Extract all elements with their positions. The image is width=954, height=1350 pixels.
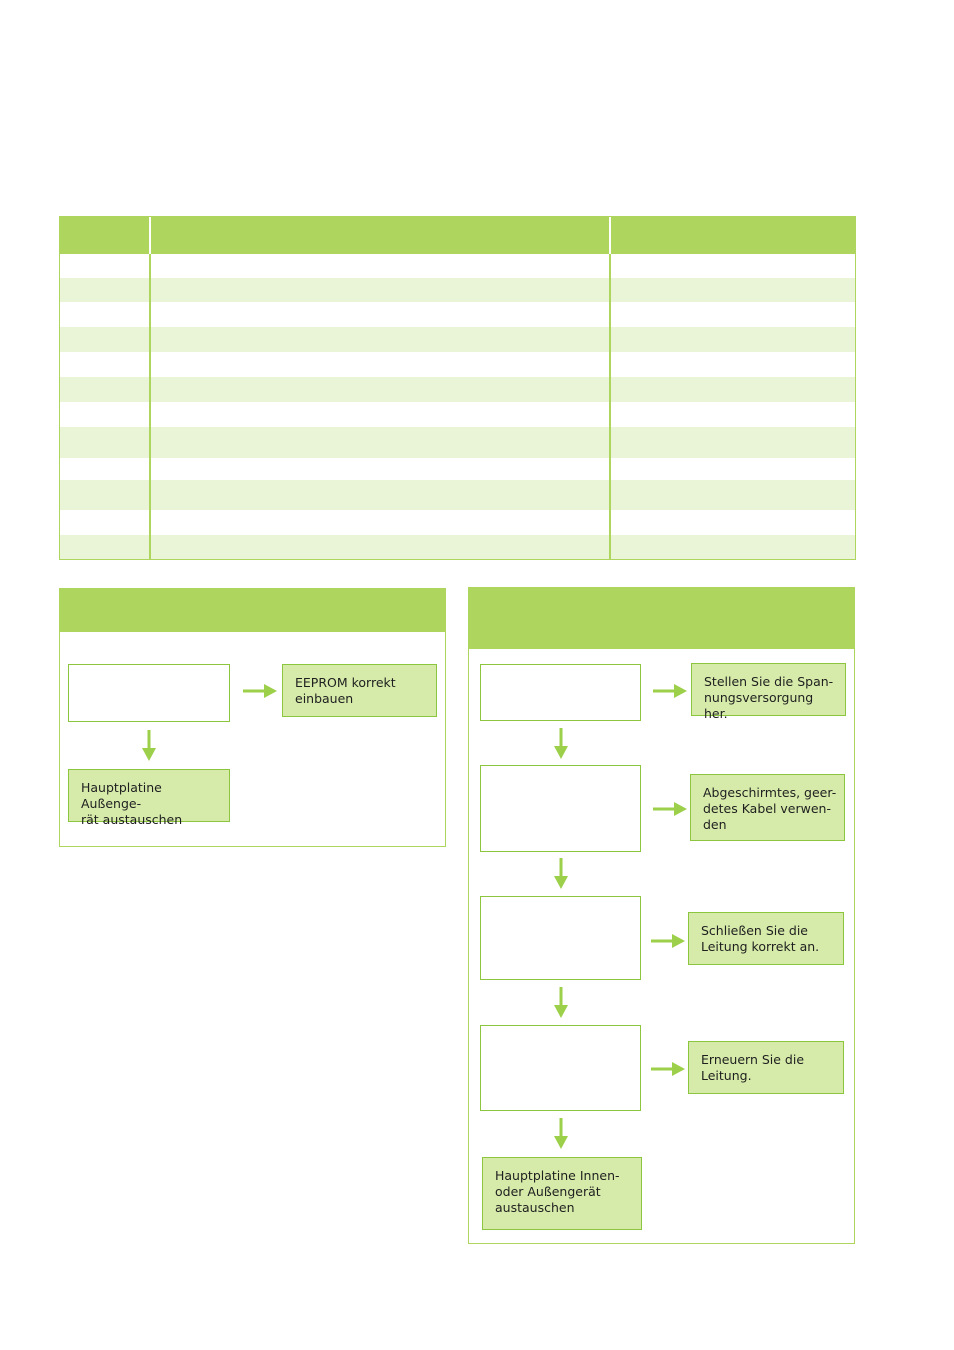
action-node-replace-board: Hauptplatine Innen- oder Außengerät aust… bbox=[482, 1157, 642, 1230]
action-label: Abgeschirmtes, geer- detes Kabel verwen-… bbox=[703, 785, 837, 832]
header-divider bbox=[609, 217, 611, 254]
arrow-right-icon bbox=[653, 684, 687, 698]
table-row bbox=[60, 377, 855, 402]
arrow-down-icon bbox=[554, 728, 568, 759]
check-node bbox=[480, 664, 641, 721]
flowchart-panel-right: Stellen Sie die Span- nungsversorgung he… bbox=[468, 587, 855, 1244]
table-row bbox=[60, 480, 855, 510]
table-row bbox=[60, 458, 855, 480]
check-node bbox=[480, 896, 641, 980]
table-row bbox=[60, 427, 855, 458]
column-divider bbox=[609, 254, 611, 559]
check-node bbox=[480, 765, 641, 852]
table-row bbox=[60, 535, 855, 559]
header-divider bbox=[149, 217, 151, 254]
action-node-power: Stellen Sie die Span- nungsversorgung he… bbox=[691, 663, 846, 721]
check-node bbox=[480, 1025, 641, 1111]
action-label: Hauptplatine Außenge- rät austauschen bbox=[81, 780, 183, 827]
arrow-down-icon bbox=[554, 858, 568, 889]
arrow-right-icon bbox=[243, 684, 277, 698]
action-label: EEPROM korrekt einbauen bbox=[295, 675, 396, 706]
panel-header bbox=[469, 588, 854, 649]
table-row bbox=[60, 327, 855, 352]
action-node-eeprom: EEPROM korrekt einbauen bbox=[282, 664, 437, 717]
action-node-renew-line: Erneuern Sie die Leitung. bbox=[688, 1041, 844, 1094]
action-node-replace-board: Hauptplatine Außenge- rät austauschen bbox=[68, 769, 230, 827]
flowchart-panel-left: EEPROM korrekt einbauen Hauptplatine Auß… bbox=[59, 588, 446, 847]
table-row bbox=[60, 352, 855, 377]
check-node bbox=[68, 664, 230, 722]
table-header bbox=[60, 217, 855, 254]
arrow-down-icon bbox=[554, 1118, 568, 1149]
action-label: Erneuern Sie die Leitung. bbox=[701, 1052, 805, 1083]
table-row bbox=[60, 402, 855, 427]
panel-header bbox=[60, 589, 445, 632]
action-node-cable: Abgeschirmtes, geer- detes Kabel verwen-… bbox=[690, 774, 845, 841]
arrow-down-icon bbox=[554, 987, 568, 1018]
action-label: Schließen Sie die Leitung korrekt an. bbox=[701, 923, 820, 954]
action-label: Stellen Sie die Span- nungsversorgung he… bbox=[704, 674, 834, 721]
arrow-right-icon bbox=[651, 934, 685, 948]
action-label: Hauptplatine Innen- oder Außengerät aust… bbox=[495, 1168, 620, 1215]
table-row bbox=[60, 278, 855, 302]
table-row bbox=[60, 302, 855, 327]
action-node-connect: Schließen Sie die Leitung korrekt an. bbox=[688, 912, 844, 965]
column-divider bbox=[149, 254, 151, 559]
table-row bbox=[60, 510, 855, 535]
table-row bbox=[60, 254, 855, 278]
arrow-right-icon bbox=[651, 1062, 685, 1076]
error-code-table bbox=[59, 216, 856, 560]
arrow-down-icon bbox=[142, 730, 156, 761]
arrow-right-icon bbox=[653, 802, 687, 816]
